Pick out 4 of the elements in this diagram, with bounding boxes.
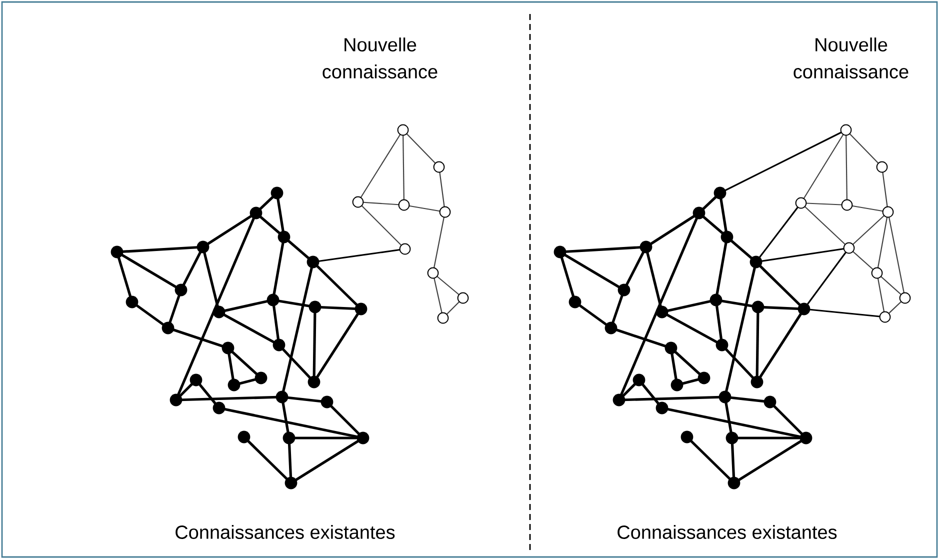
caption: Connaissances existantes	[618, 525, 837, 539]
heading: Nouvelle connaissance	[794, 38, 908, 78]
caption: Connaissances existantes	[176, 525, 395, 539]
heading: Nouvelle connaissance	[322, 38, 438, 78]
